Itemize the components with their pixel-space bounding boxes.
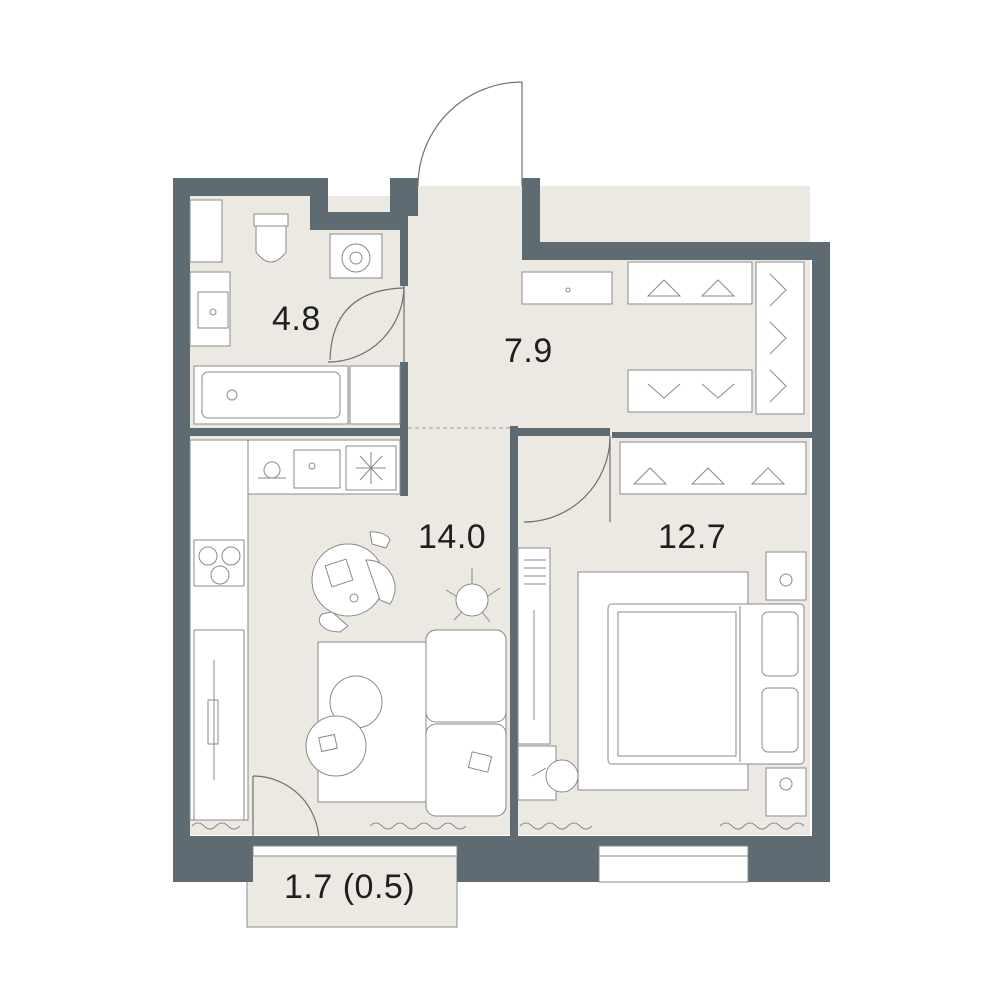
wardrobe xyxy=(619,441,807,495)
shaft-box xyxy=(189,199,223,263)
windows xyxy=(252,845,749,883)
window-balcony xyxy=(252,845,458,857)
bathtub-icon xyxy=(193,365,349,425)
wall-bottom-left xyxy=(173,836,253,882)
room-area-bedroom: 12.7 xyxy=(658,518,726,556)
washing-machine-icon xyxy=(329,233,383,279)
wall-bedroom-top-2 xyxy=(612,432,812,438)
dish-icon xyxy=(258,461,286,479)
wall-top-bath xyxy=(173,178,328,196)
dining-table-icon xyxy=(311,531,396,633)
fridge-icon xyxy=(345,445,397,491)
stove-icon xyxy=(193,539,245,587)
wall-entry-right xyxy=(522,178,540,244)
wardrobe-hanger-icon xyxy=(646,273,787,403)
wall-left xyxy=(173,178,190,853)
room-area-bathroom: 4.8 xyxy=(272,300,321,338)
living-furniture xyxy=(305,531,507,817)
door-swing-icon xyxy=(523,436,611,523)
wall-right xyxy=(812,242,830,882)
kitchen-fixtures xyxy=(189,439,401,821)
door-swing-icon xyxy=(417,81,523,187)
wall-notch-1 xyxy=(310,178,328,216)
balcony-railing xyxy=(246,854,458,928)
wall-bottom-mid xyxy=(457,836,599,882)
bed-icon xyxy=(607,603,805,765)
sink-icon xyxy=(197,291,229,329)
bath-shelf xyxy=(349,365,401,425)
wall-top-right xyxy=(522,242,830,260)
doors xyxy=(252,81,611,843)
room-area-hallway: 7.9 xyxy=(504,332,553,370)
wall-bedroom-top xyxy=(510,428,610,436)
toilet-icon xyxy=(253,213,289,263)
wall-bottom-right xyxy=(748,836,830,882)
wall-bath-bottom xyxy=(190,428,408,436)
wall-bottom-window-lintel xyxy=(599,836,748,846)
bedroom-furniture xyxy=(517,441,807,817)
hallway-fixtures xyxy=(521,261,805,415)
sink-icon xyxy=(293,449,341,489)
radiator-icon xyxy=(191,822,805,830)
dresser xyxy=(517,547,551,745)
room-area-living: 14.0 xyxy=(418,518,486,556)
wall-bottom-balcony-lintel xyxy=(253,836,457,846)
oven-panel xyxy=(193,629,245,821)
bathroom-fixtures xyxy=(189,199,401,425)
room-area-balcony: 1.7 (0.5) xyxy=(284,868,415,906)
door-swing-icon xyxy=(252,775,320,843)
wall-living-bedroom xyxy=(510,426,518,836)
kitchen-top-counter xyxy=(247,439,401,495)
walls xyxy=(173,178,830,882)
nightstand-icon xyxy=(765,551,807,817)
plant-icon xyxy=(445,568,501,623)
shoe-cabinet xyxy=(521,271,613,305)
coffee-table xyxy=(305,675,383,777)
wardrobe xyxy=(627,261,805,415)
wall-bath-hall xyxy=(400,196,408,286)
desk xyxy=(517,745,579,801)
sofa-icon xyxy=(425,629,507,817)
wall-notch-2 xyxy=(310,212,400,230)
window-bedroom xyxy=(598,845,749,883)
door-swing-icon xyxy=(327,285,405,363)
